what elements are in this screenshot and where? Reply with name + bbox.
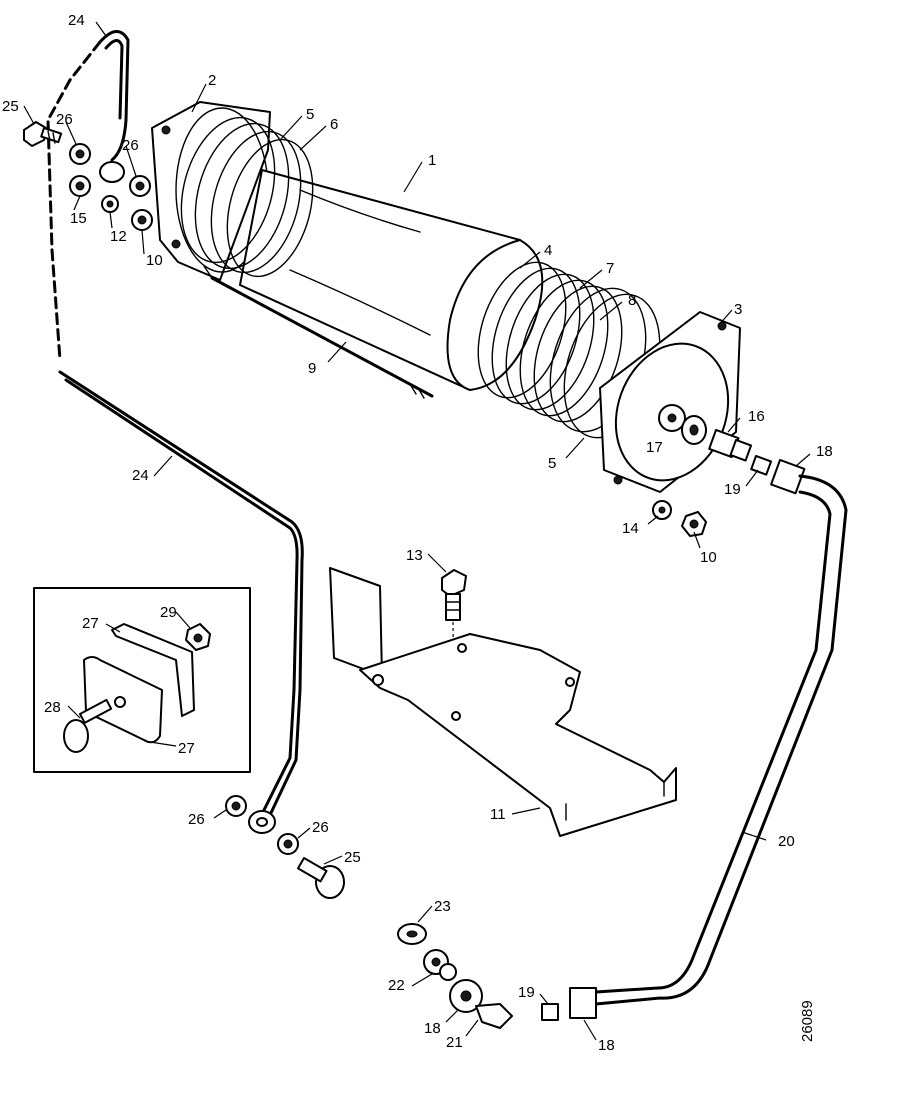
callout-26-upper-right: 26 [122,137,139,154]
callout-10-upper: 10 [146,252,163,269]
inset-clamp-detail [33,587,251,773]
pipe-20 [594,474,848,1006]
callout-7: 7 [606,260,614,277]
callout-25-lower: 25 [344,849,361,866]
washers-14-10 [652,500,707,537]
callout-1: 1 [428,152,436,169]
pipe-24-upper [46,30,130,362]
callout-19-lower: 19 [518,984,535,1001]
callout-29: 29 [160,604,177,621]
callout-19-upper: 19 [724,481,741,498]
callout-27-upper: 27 [82,615,99,632]
washers-upper-left [69,143,153,231]
end-flange-3 [599,311,741,493]
lower-fittings [397,923,597,1029]
callout-5-upper: 5 [306,106,314,123]
callout-9: 9 [308,360,316,377]
callout-8: 8 [628,292,636,309]
callout-16: 16 [748,408,765,425]
leader-lines [23,21,811,1041]
lower-washers-bolt [225,795,345,899]
callout-13: 13 [406,547,423,564]
callout-24-upper: 24 [68,12,85,29]
tie-rod-9 [203,265,434,399]
callout-21: 21 [446,1034,463,1051]
callout-27-lower: 27 [178,740,195,757]
callout-18-lower-right: 18 [598,1037,615,1054]
callout-20: 20 [778,833,795,850]
drawing-number: 26089 [799,1000,816,1042]
callout-28: 28 [44,699,61,716]
pipe-24-lower [58,370,304,834]
callout-3: 3 [734,301,742,318]
nut-19-18-upper [750,455,806,495]
callout-18-upper: 18 [816,443,833,460]
coil-spring-4-7-8 [477,261,661,439]
callout-4: 4 [544,242,552,259]
callout-5-lower: 5 [548,455,556,472]
callout-24-lower: 24 [132,467,149,484]
callout-26-lower-left: 26 [188,811,205,828]
bolt-25-upper [23,121,63,147]
callout-22: 22 [388,977,405,994]
bolt-13 [441,569,467,713]
callout-6: 6 [330,116,338,133]
callout-11: 11 [490,806,506,823]
cylinder-body-1 [239,169,544,391]
callout-26-upper-left: 26 [56,111,73,128]
callout-17: 17 [646,439,663,456]
callout-25-upper: 25 [2,98,19,115]
callout-26-lower-right: 26 [312,819,329,836]
callout-10-lower: 10 [700,549,717,566]
bracket-11 [329,567,677,837]
callout-2: 2 [208,72,216,89]
callout-labels: 24 25 26 26 15 12 10 2 5 6 1 4 7 8 3 9 5… [2,12,833,1054]
callout-23: 23 [434,898,451,915]
callout-12: 12 [110,228,127,245]
callout-14: 14 [622,520,639,537]
fitting-16-17 [681,415,753,462]
callout-15: 15 [70,210,87,227]
rings-left-5-6 [180,116,314,278]
callout-18-lower-left: 18 [424,1020,441,1037]
